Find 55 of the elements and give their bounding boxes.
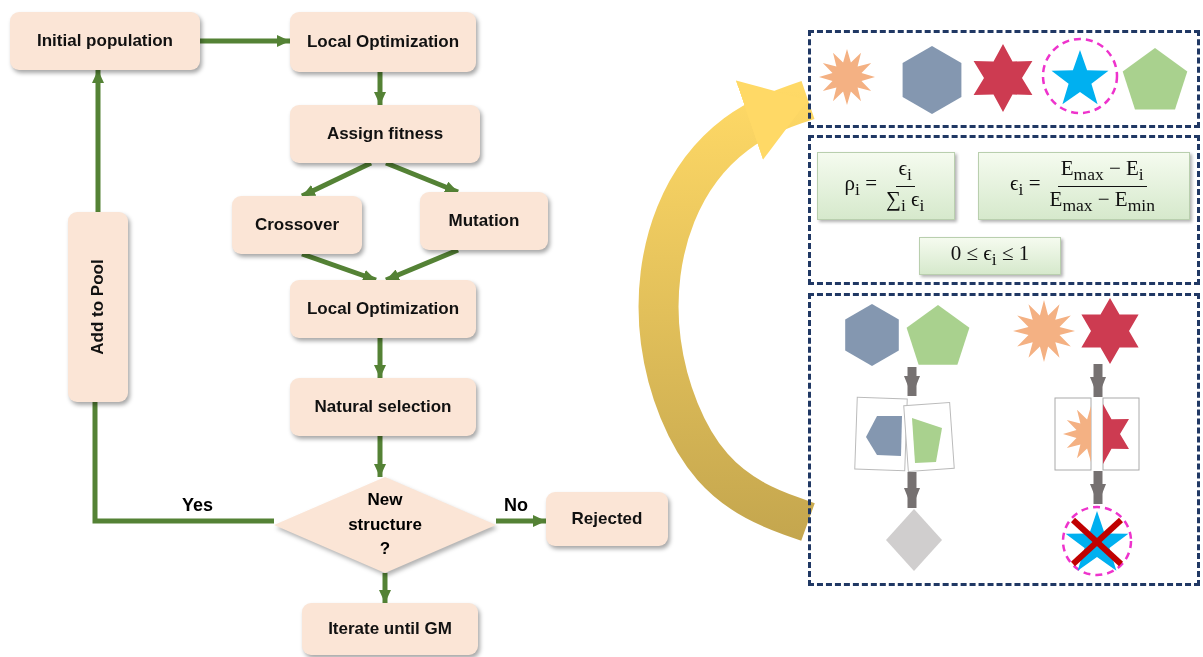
shape-pair-drawing [1012,300,1142,364]
fraction-numerator: ϵ$_{i}$ [895,156,915,187]
node-label: Local Optimization [306,32,460,52]
formula-box [978,152,1190,220]
process-box [232,196,362,254]
equation: 0 ≤ ϵ$_{i}$ ≤ 1 [950,241,1030,271]
arrow [496,515,546,527]
arrow [374,72,386,105]
arrow [904,367,920,396]
node-label: Initial population [37,31,173,51]
process-box [10,12,200,70]
node-label: New structure ? [347,489,423,561]
diamond-shape [885,508,943,572]
process-box [546,492,668,546]
node-label: Assign fitness [326,124,444,144]
arrow [374,436,386,477]
process-box [290,12,476,72]
arrow [1090,364,1106,397]
split-shapes-drawing [1054,397,1140,471]
connector-line [92,402,274,524]
node-label: Add to Pool [88,259,108,355]
node-label: Crossover [254,215,340,235]
arrow [301,251,377,283]
node-label: Iterate until GM [328,619,452,639]
process-box [290,378,476,436]
process-box [68,212,128,402]
fraction-denominator: E$_{max}$ − E$_{min}$ [1048,186,1156,216]
arrow [385,160,459,195]
process-box [302,603,478,655]
node-label: Natural selection [314,397,452,417]
fraction-numerator: E$_{max}$ − E$_{i}$ [1057,156,1147,187]
arrow [374,338,386,378]
arrow [385,247,459,283]
arrow [904,472,920,508]
node-label: Local Optimization [306,299,460,319]
dashed-panel [808,30,1200,128]
dashed-panel [808,293,1200,586]
formula-box [817,152,955,220]
arrow [92,70,104,212]
arrow [200,35,290,47]
arrow [300,160,373,199]
process-box [290,105,480,163]
process-box [420,192,548,250]
formula-box [919,237,1061,275]
equation-lhs: ρ$_{i}$ = [844,171,877,201]
arrow [379,573,391,603]
node-label: Rejected [571,509,643,529]
process-box [290,280,476,338]
equation-lhs: ϵ$_{i}$ = [1010,171,1041,201]
node-label: Mutation [448,211,520,231]
split-shapes-drawing [852,396,956,472]
decision-diamond [274,477,496,573]
arrow [1090,471,1106,504]
dashed-panel [808,135,1200,285]
fraction-denominator: ∑$_{i}$ ϵ$_{i}$ [884,186,926,216]
